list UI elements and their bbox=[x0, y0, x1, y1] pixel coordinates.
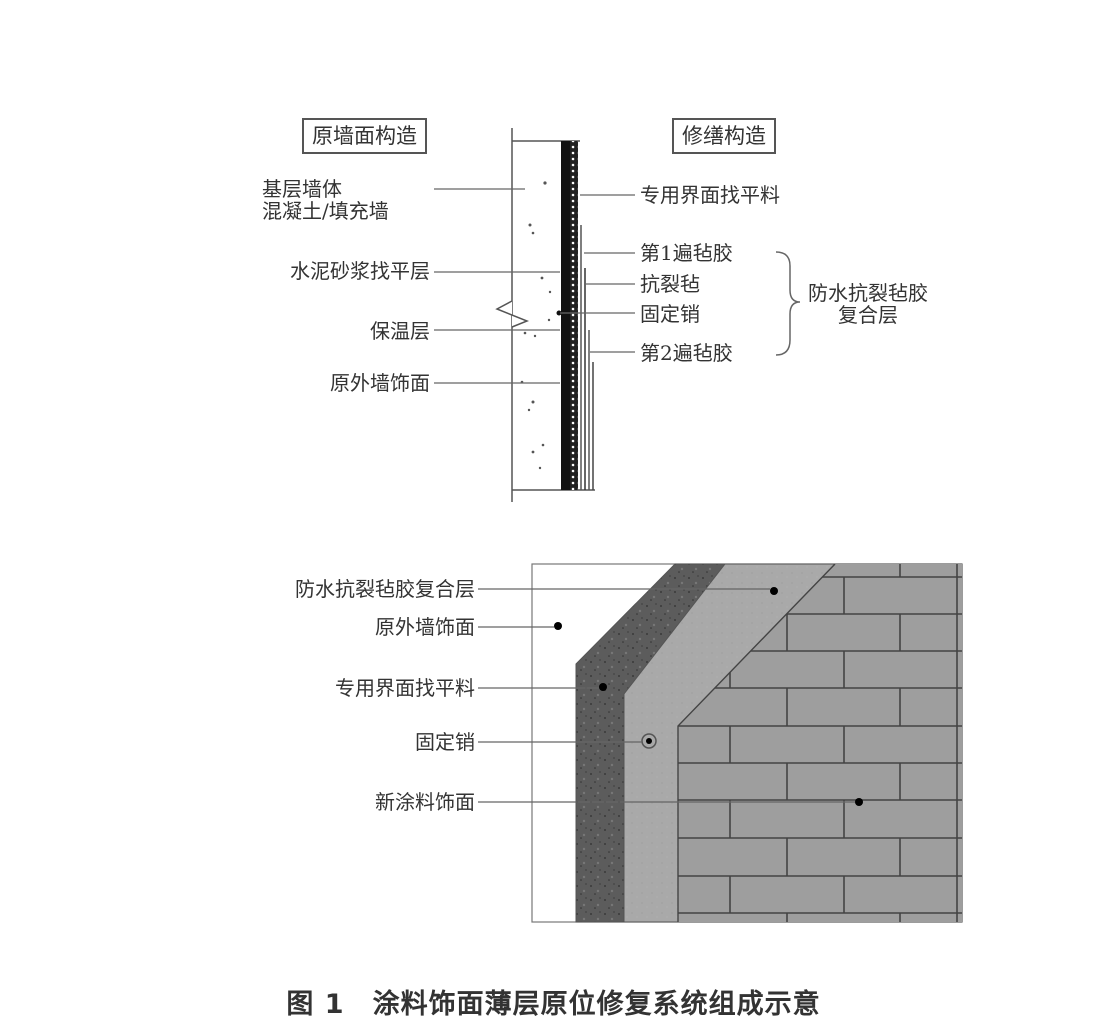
original-wall-title: 原墙面构造 bbox=[302, 118, 427, 154]
label-p-original-finish: 原外墙饰面 bbox=[375, 615, 475, 639]
perspective-leader-lines bbox=[478, 588, 855, 803]
perspective-diagram bbox=[531, 563, 963, 923]
marker-interface-leveler bbox=[599, 683, 607, 691]
marker-original-finish bbox=[554, 622, 562, 630]
label-composite-line1: 防水抗裂毡胶 bbox=[808, 281, 928, 305]
renovation-title: 修缮构造 bbox=[672, 118, 776, 154]
label-interface-leveler: 专用界面找平料 bbox=[640, 183, 780, 207]
figure-caption: 图 1 涂料饰面薄层原位修复系统组成示意 bbox=[0, 982, 1107, 1021]
label-original-finish: 原外墙饰面 bbox=[330, 371, 430, 395]
label-p-fixing-pin: 固定销 bbox=[415, 730, 475, 754]
label-base-wall-line2: 混凝土/填充墙 bbox=[262, 199, 389, 223]
label-base-wall-line1: 基层墙体 bbox=[262, 177, 342, 201]
brace-icon bbox=[775, 251, 801, 356]
marker-fixing-pin bbox=[646, 738, 652, 744]
label-second-felt-glue: 第2遍毡胶 bbox=[640, 341, 733, 365]
figure-number: 图 1 bbox=[286, 989, 345, 1020]
label-p-composite-layer: 防水抗裂毡胶复合层 bbox=[295, 577, 475, 601]
label-p-new-coating: 新涂料饰面 bbox=[375, 790, 475, 814]
label-anti-crack-felt: 抗裂毡 bbox=[640, 272, 700, 296]
section-wall bbox=[495, 128, 595, 502]
label-composite-layer: 防水抗裂毡胶 复合层 bbox=[808, 282, 928, 326]
label-composite-line2: 复合层 bbox=[838, 303, 898, 327]
label-insulation: 保温层 bbox=[370, 319, 430, 343]
marker-new-coating bbox=[855, 798, 863, 806]
label-first-felt-glue: 第1遍毡胶 bbox=[640, 241, 733, 265]
label-base-wall: 基层墙体 混凝土/填充墙 bbox=[250, 178, 430, 222]
marker-composite-layer bbox=[770, 587, 778, 595]
marker-fixing-pin-ring bbox=[641, 733, 657, 749]
figure-title: 涂料饰面薄层原位修复系统组成示意 bbox=[372, 989, 821, 1020]
label-fixing-pin: 固定销 bbox=[640, 302, 700, 326]
label-cement-mortar: 水泥砂浆找平层 bbox=[290, 259, 430, 283]
label-p-interface-leveler: 专用界面找平料 bbox=[335, 676, 475, 700]
section-leader-lines bbox=[434, 188, 635, 384]
